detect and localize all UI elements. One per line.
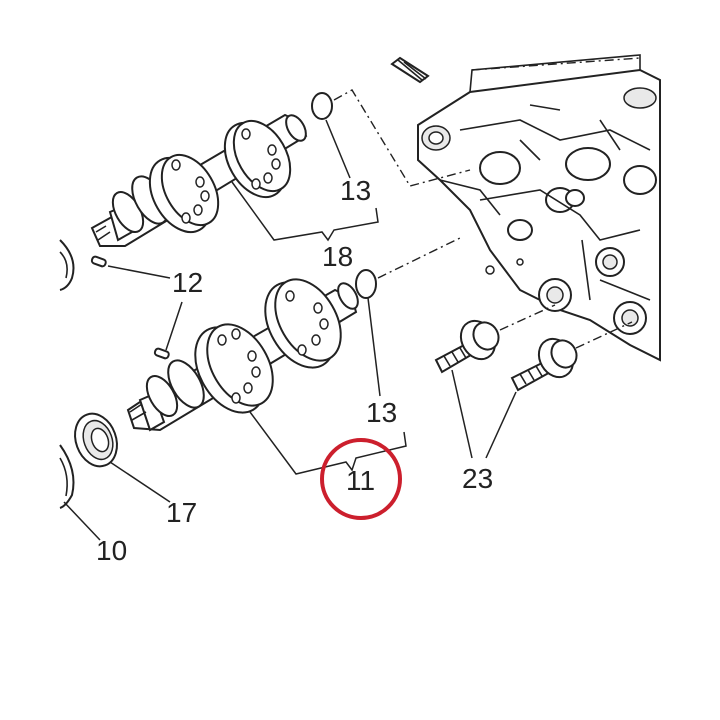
- callout-17: 17: [166, 497, 197, 528]
- callout-23: 23: [462, 463, 493, 494]
- leader-lines: [63, 119, 517, 541]
- callout-13-top: 13: [340, 175, 371, 206]
- callout-11[interactable]: 11: [346, 465, 375, 496]
- cylinder-head: [417, 54, 661, 362]
- callout-18: 18: [322, 241, 353, 272]
- highlight-circle: [320, 438, 402, 520]
- pulley-partial: [59, 239, 75, 509]
- dowel-pins: [90, 255, 170, 360]
- alignment-lines: [333, 89, 633, 349]
- upper-camshaft: [90, 113, 308, 247]
- callout-12: 12: [172, 267, 203, 298]
- bolts: [434, 319, 578, 392]
- head-stud: [390, 56, 430, 84]
- lower-washer: [355, 269, 377, 299]
- callout-labels: 13 18 12 13 11 23 17 10: [96, 175, 493, 566]
- lower-camshaft: [126, 278, 359, 432]
- callout-13-bottom: 13: [366, 397, 397, 428]
- upper-washer: [311, 92, 333, 120]
- oil-seal: [74, 412, 118, 468]
- callout-10: 10: [96, 535, 127, 566]
